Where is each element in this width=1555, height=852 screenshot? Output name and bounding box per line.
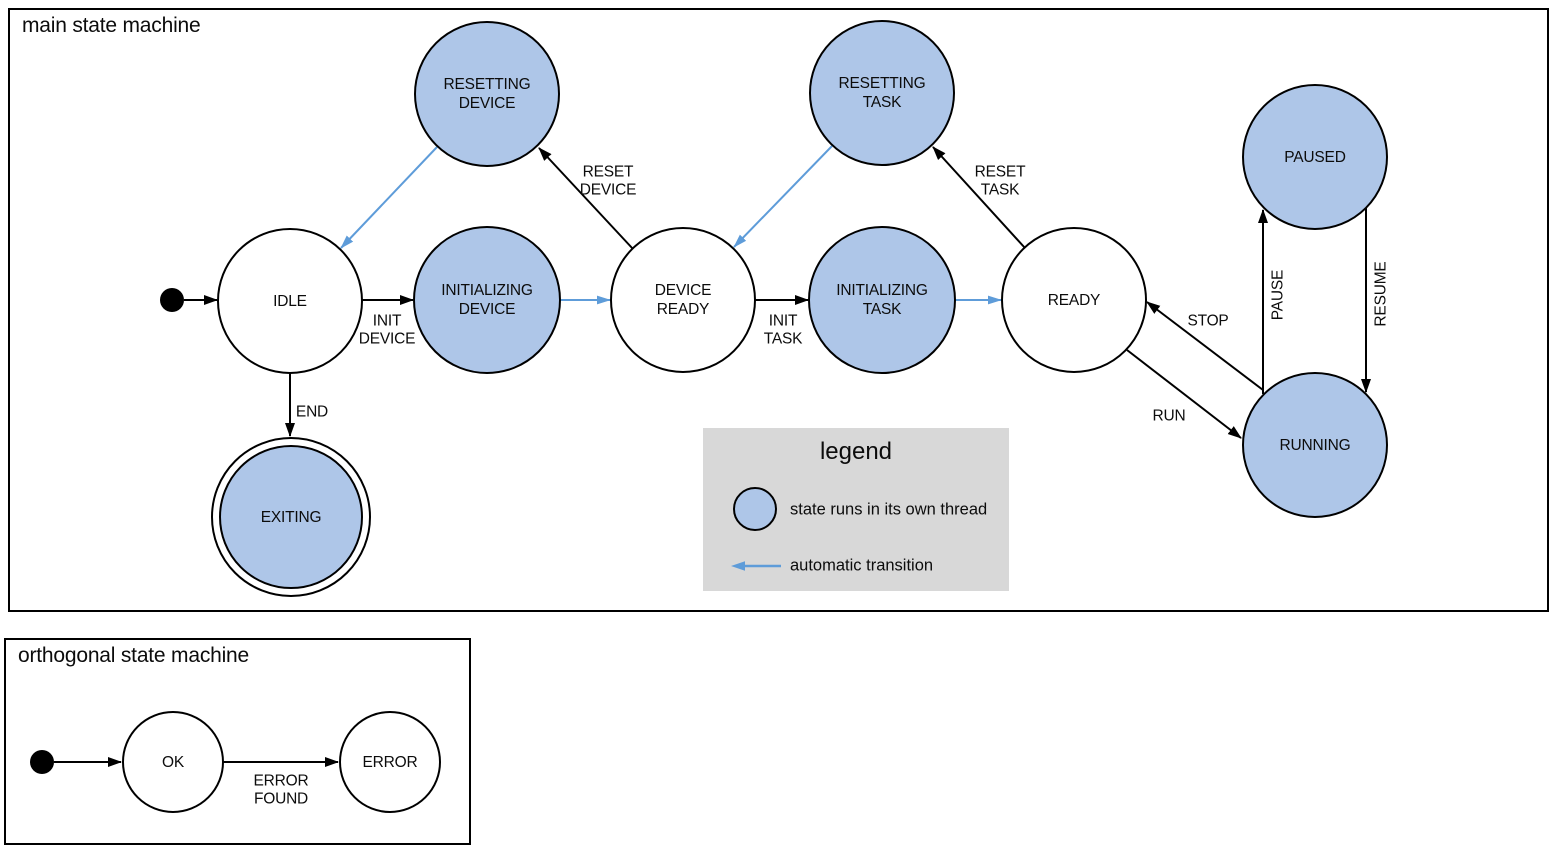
legend: legend state runs in its own thread auto…	[703, 428, 1009, 591]
state-label-exiting: EXITING	[260, 508, 322, 526]
state-label-running: RUNNING	[1279, 436, 1351, 454]
transition-label-running-to-ready: STOP	[1187, 312, 1229, 330]
main-state-machine-frame	[8, 8, 1549, 612]
transition-label-ready-to-running: RUN	[1152, 407, 1186, 425]
state-label-idle: IDLE	[273, 292, 307, 310]
legend-item-auto-transition: automatic transition	[790, 556, 934, 575]
legend-title: legend	[819, 438, 893, 465]
transition-label-idle-to-exiting: END	[295, 403, 329, 421]
legend-item-thread-state: state runs in its own thread	[790, 500, 988, 519]
transition-label-paused-to-running: RESUME	[1372, 261, 1390, 327]
orthogonal-state-machine-frame	[4, 638, 471, 845]
state-label-ready: READY	[1047, 291, 1101, 309]
state-label-paused: PAUSED	[1284, 148, 1346, 166]
transition-label-running-to-paused: PAUSE	[1269, 269, 1287, 321]
state-label-ok: OK	[162, 753, 184, 771]
main-state-machine-title: main state machine	[22, 14, 201, 37]
orthogonal-state-machine-title: orthogonal state machine	[18, 644, 250, 667]
state-label-error: ERROR	[362, 753, 418, 771]
auto-transition-arrow-icon	[731, 561, 781, 571]
thread-state-swatch-icon	[733, 487, 777, 531]
